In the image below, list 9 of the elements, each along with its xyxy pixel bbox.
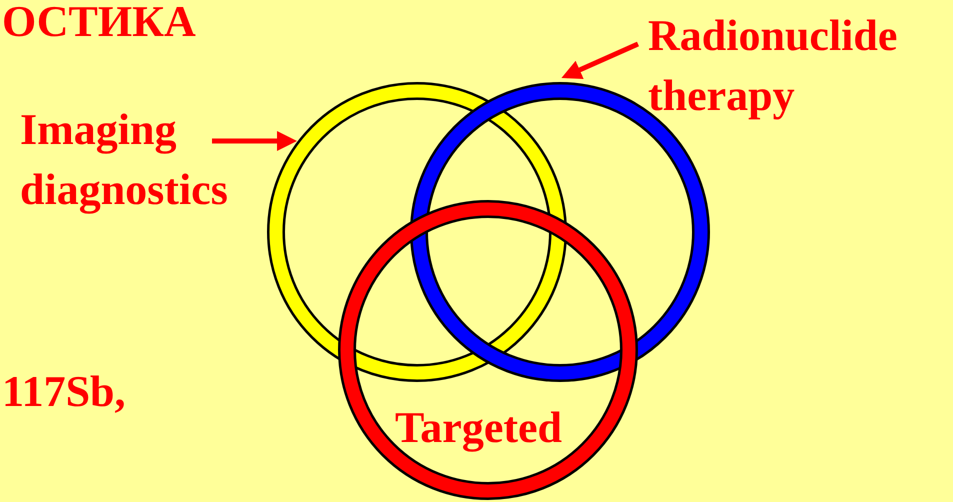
callout-text: Radionuclide therapy [648,6,898,126]
label-text: ОСТИКА [2,0,196,48]
callout-text: Imaging diagnostics [20,100,228,220]
arrow [561,42,640,80]
label-text: 117Sb, [2,366,126,418]
ring-shape [267,82,567,382]
label-text: Targeted [395,402,562,454]
arrow [212,131,297,151]
ring-shape [338,200,638,500]
